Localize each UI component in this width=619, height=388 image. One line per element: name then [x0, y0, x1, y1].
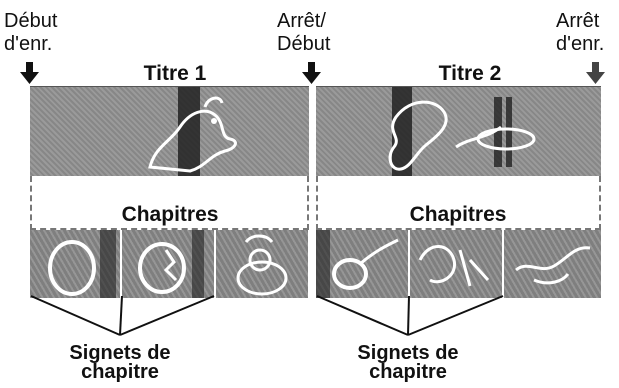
marker-start-rec-label: Début d'enr.: [4, 10, 58, 55]
chapter-thumb-1-1: [30, 230, 120, 298]
rooster-image: [148, 87, 237, 177]
chapters-label-1: Chapitres: [121, 203, 219, 226]
chapters-box-2: [316, 176, 601, 230]
cracked-egg-image: [138, 230, 204, 298]
chapter-thumb-1-3: [216, 230, 308, 298]
chapters-box-1: [30, 176, 309, 230]
chapters-label-2: Chapitres: [409, 203, 507, 226]
feather-image: [316, 230, 399, 298]
chapter-thumb-2-1: [316, 230, 408, 298]
arrow-down-icon: [302, 62, 321, 84]
egg-image: [48, 230, 116, 298]
title-2-band: [316, 86, 601, 178]
bookmarks-label-2: Signets de chapitre: [357, 342, 459, 383]
bird-flying-image: [515, 246, 591, 285]
chick-image: [236, 234, 288, 296]
bookmarks-label-1: Signets de chapitre: [69, 342, 171, 383]
rooster-crowing-image: [388, 87, 536, 177]
chapter-thumb-2-3: [504, 230, 601, 298]
chapter-thumb-2-2: [410, 230, 502, 298]
marker-stop-start-label: Arrêt/ Début: [277, 10, 331, 55]
marker-stop-rec-label: Arrêt d'enr.: [556, 10, 605, 55]
title-2-label: Titre 2: [438, 62, 502, 85]
title-1-label: Titre 1: [143, 62, 207, 85]
arrow-down-icon: [20, 62, 39, 84]
title-1-band: [30, 86, 309, 178]
arrow-down-icon: [586, 62, 605, 84]
bird-wing-image: [418, 245, 490, 287]
chapter-thumb-1-2: [122, 230, 214, 298]
